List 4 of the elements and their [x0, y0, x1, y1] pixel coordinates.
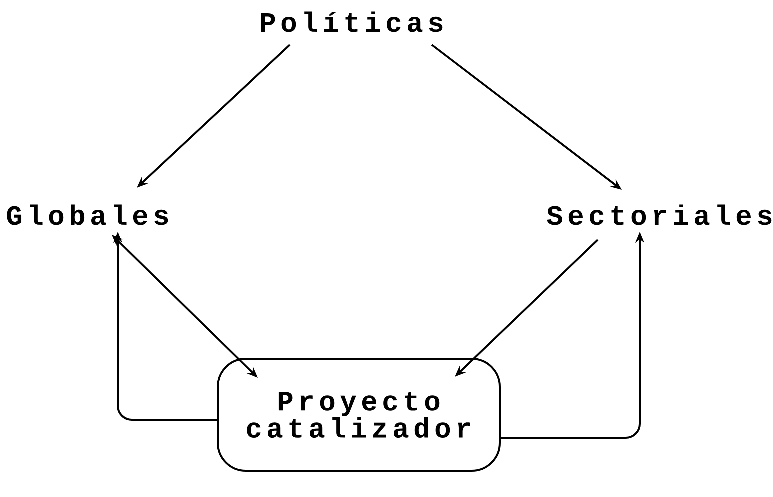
process-box: Proyecto catalizador [217, 358, 501, 472]
node-label: Sectoriales [547, 204, 772, 226]
node-label: Políticas [261, 12, 443, 32]
node-label: Globales [7, 204, 168, 226]
